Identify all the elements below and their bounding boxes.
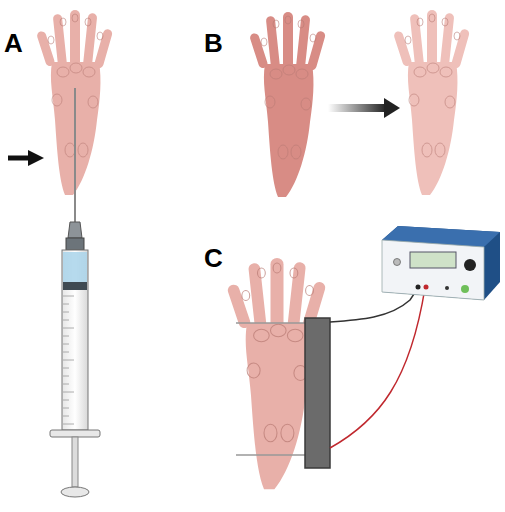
- needle: [74, 88, 76, 222]
- gradation: [63, 336, 69, 337]
- paw-swollen: [249, 12, 326, 197]
- gradation: [63, 376, 69, 377]
- gradation: [63, 344, 69, 345]
- gradation: [63, 352, 69, 353]
- finger-flange: [50, 430, 100, 437]
- gradation: [63, 296, 74, 297]
- electrode-needle: [236, 322, 306, 324]
- gradation: [63, 408, 69, 409]
- gradation: [63, 368, 69, 369]
- time-arrow: [328, 104, 386, 112]
- electrode-block: [305, 318, 330, 468]
- gradation: [63, 392, 74, 393]
- panel-letter: B: [204, 30, 223, 56]
- gradation: [63, 304, 69, 305]
- needle-hub: [68, 222, 82, 238]
- electrode-needle: [236, 454, 306, 456]
- gradation: [63, 424, 74, 425]
- gradation: [63, 400, 69, 401]
- gradation: [63, 320, 69, 321]
- gradation: [63, 312, 69, 313]
- panel-letter: A: [4, 30, 23, 56]
- panel-letter: C: [204, 245, 223, 271]
- plunger: [72, 437, 78, 487]
- gradation: [63, 416, 69, 417]
- syringe-barrel: [62, 250, 88, 430]
- gradation: [63, 360, 74, 361]
- stimulator-device: [382, 226, 500, 300]
- gradation: [63, 328, 74, 329]
- gradation: [63, 384, 69, 385]
- red-lead: [330, 288, 425, 448]
- paw-recovered: [393, 10, 470, 195]
- injection-arrow: [28, 150, 44, 166]
